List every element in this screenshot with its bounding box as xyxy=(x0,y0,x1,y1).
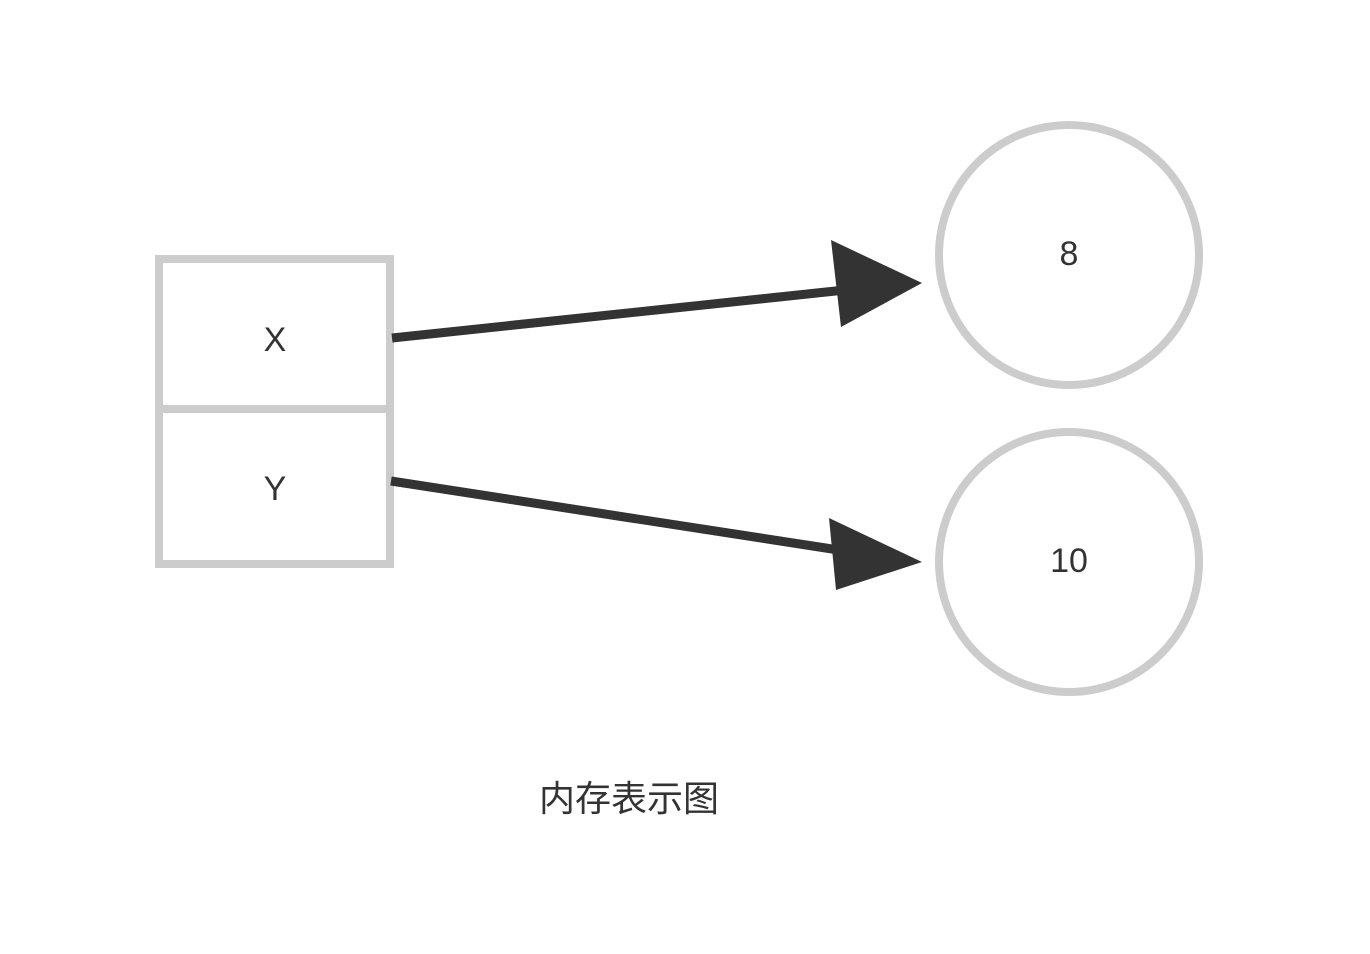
arrow-y-to-10-line xyxy=(390,476,846,556)
arrow-x-to-8 xyxy=(391,240,922,343)
variable-cell-y-label: Y xyxy=(264,470,287,508)
variable-cell-y[interactable] xyxy=(155,405,394,568)
variable-table: X Y xyxy=(155,255,394,568)
value-circle-10[interactable] xyxy=(935,428,1203,696)
variable-cell-x-label: X xyxy=(264,321,287,359)
arrow-x-to-8-head xyxy=(831,240,922,327)
arrow-y-to-10 xyxy=(390,476,922,590)
diagram-caption: 内存表示图 xyxy=(539,779,719,820)
value-circle-10-label: 10 xyxy=(1050,542,1088,580)
value-circle-8[interactable] xyxy=(935,121,1203,389)
value-node-10[interactable]: 10 xyxy=(935,428,1203,696)
arrow-y-to-10-head xyxy=(829,518,922,590)
value-circle-8-label: 8 xyxy=(1060,235,1079,273)
value-node-8[interactable]: 8 xyxy=(935,121,1203,389)
arrow-x-to-8-line xyxy=(391,285,846,343)
